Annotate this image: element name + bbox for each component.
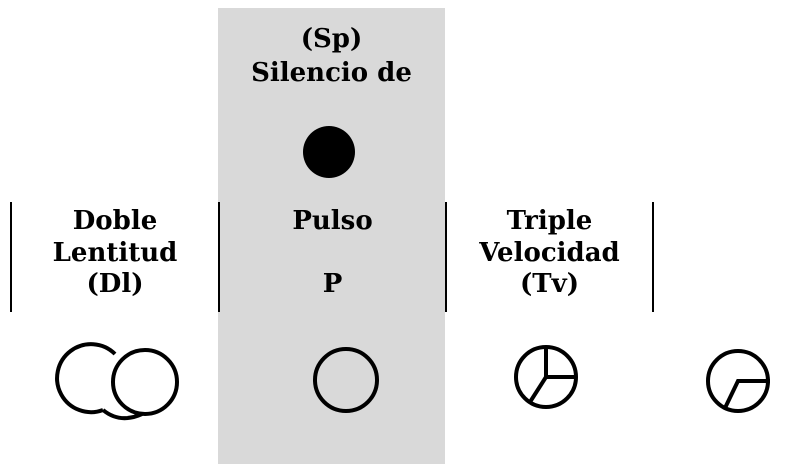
double-slow-right-circle <box>111 348 179 416</box>
triple-fast-symbol <box>514 345 578 409</box>
double-slow-connector <box>101 408 143 421</box>
row-divider-left <box>10 202 12 312</box>
silence-code-label: (Sp) <box>300 24 363 54</box>
pulse-label: Pulso P <box>292 206 373 300</box>
pulse-circle-symbol <box>313 347 379 413</box>
quarter-symbol <box>706 349 770 413</box>
double-slow-left-circle <box>55 342 117 415</box>
double-slow-symbol <box>55 342 179 421</box>
row-divider-2 <box>445 202 447 312</box>
silence-name-label: Silencio de <box>251 58 412 88</box>
row-divider-1 <box>218 202 220 312</box>
center-column-background <box>218 8 445 464</box>
triple-fast-label: Triple Velocidad (Tv) <box>479 206 620 300</box>
silence-filled-circle <box>303 126 355 178</box>
double-slow-label: Doble Lentitud (Dl) <box>52 206 178 300</box>
row-divider-3 <box>652 202 654 312</box>
